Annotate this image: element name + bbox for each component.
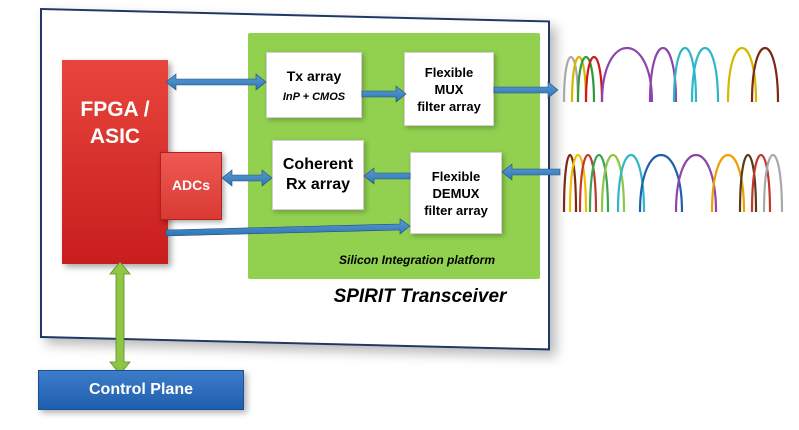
fpga-tx-arrow: [165, 73, 267, 91]
spectrum-top-channels: [562, 46, 780, 103]
spectrum-bottom-channel: [674, 153, 718, 213]
rx-line1: Coherent: [282, 156, 354, 173]
spectrum-bottom-channel: [738, 154, 758, 213]
spectrum-bottom-channel: [638, 153, 684, 213]
spectrum-top-channel: [648, 46, 678, 103]
fpga-label-line1: FPGA /: [80, 98, 150, 121]
transceiver-label: SPIRIT Transceiver: [333, 286, 507, 307]
platform-label: Silicon Integration platform: [338, 253, 495, 267]
control-plane-label: Control Plane: [88, 381, 193, 398]
control-plane-arrow: [109, 262, 131, 374]
mux-line1: Flexible: [424, 64, 474, 80]
demux-rx-arrow: [363, 167, 411, 185]
fpga-demux-arrow: [165, 218, 411, 237]
rx-line2: Rx array: [285, 176, 351, 193]
mux-line2: MUX: [434, 81, 464, 97]
mux-line3: filter array: [417, 98, 481, 114]
demux-filter-block: Flexible DEMUX filter array: [410, 152, 502, 234]
spectrum-bottom-channel: [578, 154, 598, 213]
spectrum-top-channel: [750, 46, 780, 103]
tx-array-block: Tx array InP + CMOS: [266, 52, 362, 118]
spectrum-top-channel: [726, 46, 758, 103]
spectrum-bottom-channels: [562, 153, 784, 213]
spectrum-top-channel: [672, 47, 698, 103]
mux-filter-block: Flexible MUX filter array: [404, 52, 494, 126]
spectrum-bottom-channel: [588, 153, 610, 213]
coherent-rx-block: Coherent Rx array: [272, 140, 364, 210]
fpga-label-line2: ASIC: [89, 125, 141, 148]
demux-line2: DEMUX: [432, 185, 480, 201]
spectrum-bottom-channel: [750, 153, 772, 213]
tx-mux-arrow: [361, 85, 407, 103]
adcs-label: ADCs: [171, 177, 211, 193]
fpga-asic-block: FPGA / ASIC: [62, 60, 168, 264]
spectrum-bottom-channel: [600, 153, 626, 213]
spectrum-bottom-channel: [562, 154, 578, 213]
mux-output-arrow: [493, 81, 559, 99]
spectrum-bottom-channel: [568, 154, 588, 213]
tx-array-title: Tx array: [286, 67, 342, 84]
spectrum-top-channel: [690, 46, 720, 103]
spectrum-top-channel: [584, 55, 604, 103]
spectrum-bottom-channel: [762, 153, 784, 213]
adcs-rx-arrow: [221, 169, 273, 187]
spectrum-bottom-channel: [616, 153, 646, 213]
tx-array-subtitle: InP + CMOS: [282, 90, 346, 103]
demux-line3: filter array: [424, 202, 488, 218]
demux-input-arrow: [501, 163, 561, 181]
spectrum-illustration: [562, 46, 784, 213]
spectrum-top-channel: [600, 46, 654, 103]
demux-line1: Flexible: [431, 168, 481, 184]
adcs-block: ADCs: [160, 152, 222, 220]
control-plane-button: Control Plane: [38, 370, 244, 410]
spectrum-bottom-channel: [710, 153, 746, 213]
spectrum-top-channel: [576, 55, 596, 103]
